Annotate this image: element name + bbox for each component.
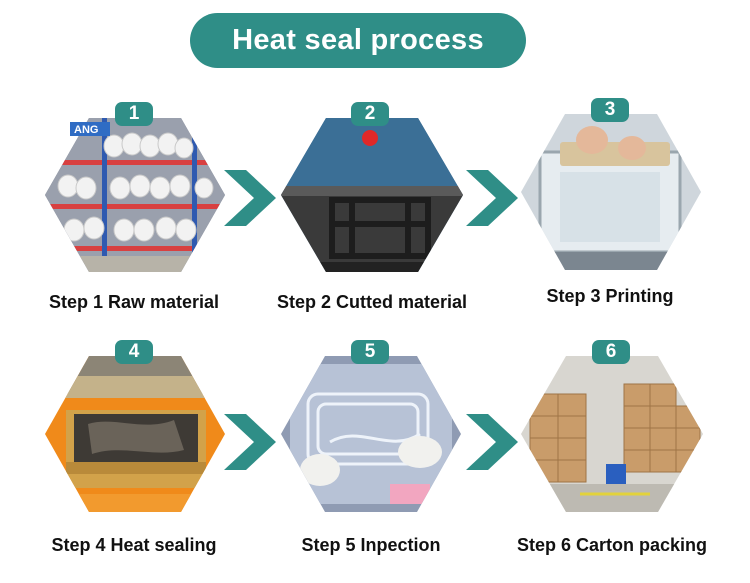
- step-1-caption: Step 1 Raw material: [48, 292, 220, 312]
- step-4-badge: 4: [115, 340, 153, 364]
- step-4-caption: Step 4 Heat sealing: [51, 535, 217, 555]
- step-1-badge: 1: [115, 102, 153, 126]
- process-step-2: 2 Step 2 Cutted material: [277, 102, 467, 322]
- step-2-caption: Step 2 Cutted material: [276, 292, 468, 312]
- step-1-image: ANG: [44, 116, 226, 274]
- process-step-3: 3 Step 3 Printing: [520, 98, 702, 318]
- page-title: Heat seal process: [190, 13, 526, 68]
- step-6-badge: 6: [592, 340, 630, 364]
- step-5-image: [280, 354, 462, 514]
- process-step-1: ANG 1 Step 1 Raw material: [44, 102, 226, 322]
- step-4-image: [44, 354, 226, 514]
- step-2-badge: 2: [351, 102, 389, 126]
- step-5-caption: Step 5 Inpection: [301, 535, 441, 555]
- chevron-right-icon: [466, 170, 518, 226]
- step-6-caption: Step 6 Carton packing: [516, 535, 708, 555]
- step-3-badge: 3: [591, 98, 629, 122]
- step-6-image: [520, 354, 704, 514]
- chevron-right-icon: [466, 414, 518, 470]
- step-2-image: [280, 116, 464, 274]
- watermark-text: ANG: [74, 124, 98, 136]
- process-step-6: 6 Step 6 Carton packing: [517, 340, 707, 560]
- step-3-caption: Step 3 Printing: [546, 286, 674, 306]
- process-step-5: 5 Step 5 Inpection: [280, 340, 462, 560]
- process-step-4: 4 Step 4 Heat sealing: [44, 340, 226, 560]
- step-3-image: [520, 112, 702, 272]
- chevron-right-icon: [224, 170, 276, 226]
- chevron-right-icon: [224, 414, 276, 470]
- step-5-badge: 5: [351, 340, 389, 364]
